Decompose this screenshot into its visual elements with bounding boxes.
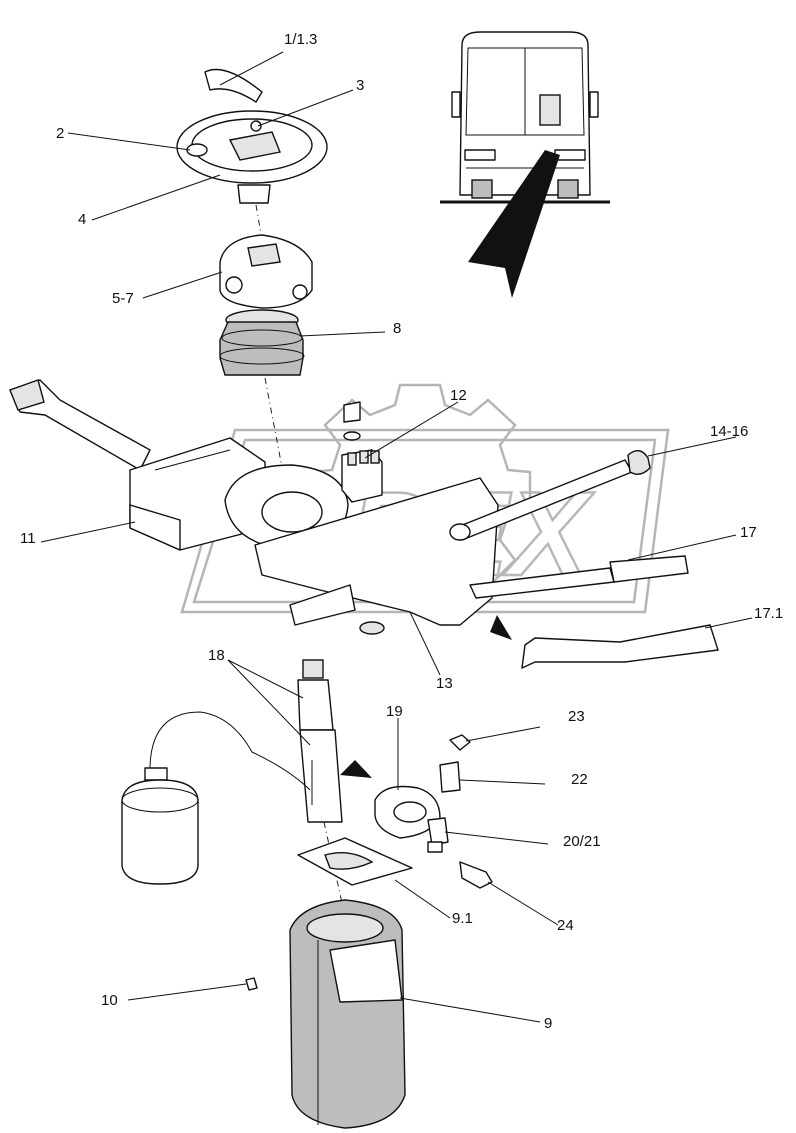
callout-23: 23: [568, 708, 585, 725]
callout-9-1: 9.1: [452, 910, 473, 927]
steering-wheel-cover-part-1: [204, 68, 263, 103]
callout-1-1-3: 1/1.3: [284, 31, 317, 48]
bracket-plate-part-9-1: [297, 837, 413, 886]
callout-20-21: 20/21: [563, 833, 601, 850]
callout-17: 17: [740, 524, 757, 541]
bus-front-view: [440, 31, 610, 204]
callout-22: 22: [571, 771, 588, 788]
leader-lines: [40, 51, 753, 1023]
callout-13: 13: [436, 675, 453, 692]
wiper-stalk-part-11: [9, 379, 266, 551]
mounting-plate-part-13: [254, 477, 499, 635]
lever-part-17-1: [521, 624, 719, 669]
callout-24: 24: [557, 917, 574, 934]
callout-19: 19: [386, 703, 403, 720]
control-unit-cylinder: [121, 711, 311, 885]
callout-4: 4: [78, 211, 86, 228]
steering-hub-clamp-part-5-7: [219, 234, 313, 309]
callout-14-16: 14-16: [710, 423, 748, 440]
steering-shaft-part-18: [297, 659, 343, 823]
callout-10: 10: [101, 992, 118, 1009]
column-cover-part-9: [289, 899, 406, 1129]
callout-12: 12: [450, 387, 467, 404]
callout-2: 2: [56, 125, 64, 142]
callout-labels: 1/1.3 3 2 4 5-7 8 12 14-16 17 11 17.1 18…: [20, 31, 783, 1032]
callout-9: 9: [544, 1015, 552, 1032]
callout-11: 11: [20, 530, 36, 547]
view-direction-arrow: [468, 150, 560, 298]
retarder-lever-part-17: [469, 555, 689, 599]
gear-lever-part-14-16: [449, 450, 651, 541]
callout-17-1: 17.1: [754, 605, 783, 622]
screw-part-10: [245, 977, 258, 991]
clamp-part-19: [374, 785, 441, 839]
mounting-arrow: [490, 615, 512, 640]
direction-arrow: [340, 760, 372, 778]
callout-3: 3: [356, 77, 364, 94]
callout-18: 18: [208, 647, 225, 664]
screw-part-24: [459, 861, 493, 889]
callout-8: 8: [393, 320, 401, 337]
rubber-boot-part-8: [219, 309, 305, 376]
relay-holder-part-12: [341, 401, 383, 503]
steering-wheel-part-2: [176, 110, 328, 204]
lock-cylinder-part-20-21: [427, 817, 449, 853]
key-part-23: [449, 734, 471, 751]
sleeve-part-22: [439, 761, 461, 793]
callout-5-7: 5-7: [112, 290, 134, 307]
